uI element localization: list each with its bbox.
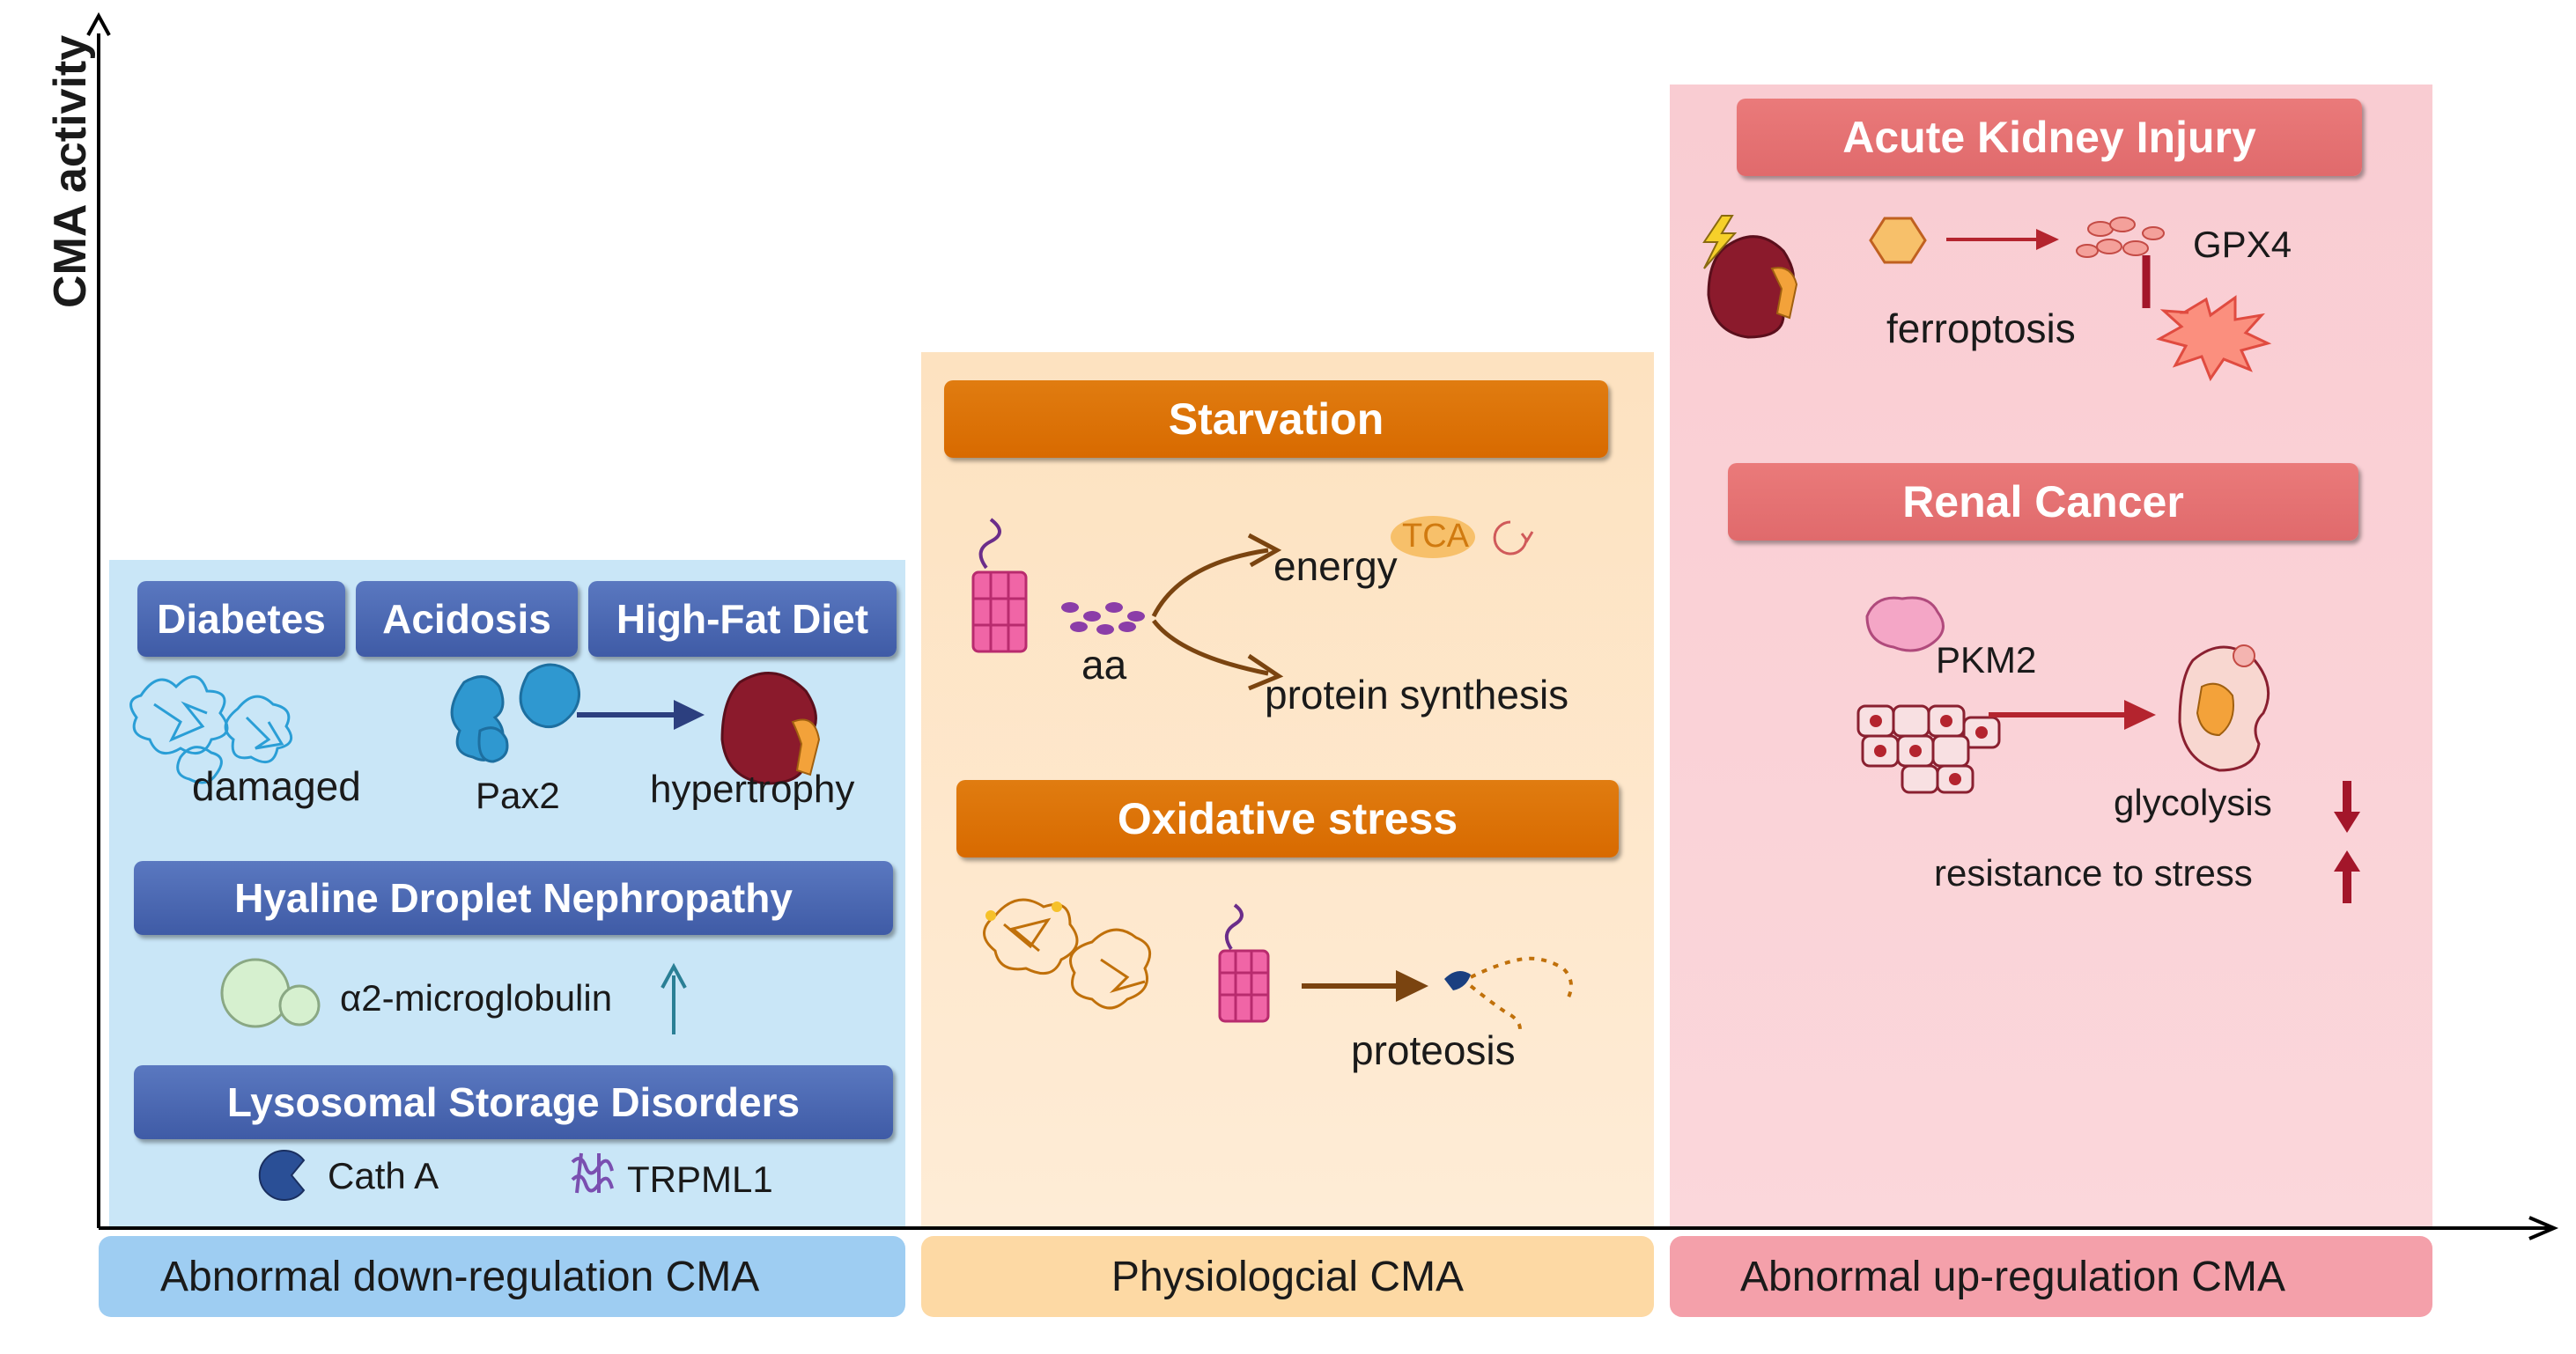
kidney-icon bbox=[720, 672, 821, 785]
starvation-header: Starvation bbox=[944, 380, 1608, 458]
up-regulation-footer: Abnormal up-regulation CMA bbox=[1670, 1236, 2432, 1317]
trpml1-label: TRPML1 bbox=[627, 1159, 773, 1200]
lysosome-receptor-icon-2 bbox=[1218, 903, 1270, 1023]
damaged-label: damaged bbox=[192, 763, 361, 809]
microglobulin-label: α2-microglobulin bbox=[340, 977, 613, 1019]
tca-cycle-icon bbox=[1391, 516, 1534, 558]
oxidative-stress-header: Oxidative stress bbox=[956, 780, 1619, 857]
diabetes-header: Diabetes bbox=[137, 581, 345, 657]
glycolysis-label: glycolysis bbox=[2114, 782, 2272, 823]
ferroptosis-label: ferroptosis bbox=[1886, 305, 2076, 351]
oxidized-protein-icon bbox=[983, 898, 1152, 1010]
acidosis-header: Acidosis bbox=[356, 581, 578, 657]
iron-hexagon-icon bbox=[1869, 217, 1927, 264]
gpx4-label: GPX4 bbox=[2193, 224, 2292, 265]
cath-a-icon bbox=[258, 1150, 306, 1201]
x-axis bbox=[99, 1216, 2559, 1240]
pkm2-icon bbox=[1865, 596, 1945, 652]
arrow-to-tumor-kidney bbox=[1989, 700, 2156, 730]
microglobulin-icon bbox=[220, 958, 321, 1028]
y-axis-label: CMA activity bbox=[45, 34, 96, 308]
arrow-to-hypertrophy bbox=[577, 700, 705, 730]
cancer-cells-icon bbox=[1856, 704, 2001, 794]
gpx4-enzyme-icon bbox=[2076, 217, 2165, 258]
high-fat-diet-header: High-Fat Diet bbox=[588, 581, 897, 657]
acute-kidney-injury-header: Acute Kidney Injury bbox=[1737, 99, 2362, 176]
aa-label: aa bbox=[1081, 642, 1127, 688]
lysosomal-storage-disorders-header: Lysosomal Storage Disorders bbox=[134, 1065, 893, 1139]
up-regulation-label: Abnormal up-regulation CMA bbox=[1740, 1253, 2285, 1300]
renal-cancer-header: Renal Cancer bbox=[1728, 463, 2358, 541]
pkm2-label: PKM2 bbox=[1936, 639, 2037, 681]
damaged-protein-icon bbox=[129, 675, 293, 784]
injured-kidney-icon bbox=[1702, 215, 1798, 339]
y-axis bbox=[86, 11, 111, 1228]
physiological-footer: Physiologcial CMA bbox=[921, 1236, 1654, 1317]
branch-arrows bbox=[1151, 533, 1284, 691]
arrow-to-gpx4 bbox=[1946, 229, 2059, 250]
microglobulin-up-arrow bbox=[661, 962, 687, 1034]
protein-synthesis-label: protein synthesis bbox=[1265, 672, 1569, 717]
resistance-to-stress-label: resistance to stress bbox=[1934, 852, 2253, 894]
tumor-kidney-icon bbox=[2178, 644, 2270, 772]
cath-a-label: Cath A bbox=[328, 1155, 439, 1196]
high-cma-panel bbox=[1670, 85, 2432, 1229]
down-regulation-footer: Abnormal down-regulation CMA bbox=[99, 1236, 905, 1317]
energy-label: energy bbox=[1273, 543, 1398, 589]
physiological-label: Physiologcial CMA bbox=[1111, 1253, 1465, 1300]
proteosis-label: proteosis bbox=[1351, 1027, 1516, 1073]
proteosis-arrow bbox=[1302, 970, 1428, 1002]
amino-acid-dots bbox=[1061, 602, 1145, 635]
tca-label: TCA bbox=[1402, 518, 1469, 555]
down-regulation-label: Abnormal down-regulation CMA bbox=[160, 1253, 760, 1300]
lysosome-receptor-icon bbox=[971, 518, 1028, 653]
pax2-label: Pax2 bbox=[476, 775, 560, 816]
trpml1-icon bbox=[571, 1152, 614, 1194]
pax2-icon bbox=[450, 663, 580, 763]
ferroptosis-burst-icon bbox=[2156, 295, 2272, 382]
hypertrophy-label: hypertrophy bbox=[650, 768, 855, 811]
glycolysis-down-arrow bbox=[2334, 781, 2360, 833]
protease-cleavage-icon bbox=[1444, 956, 1573, 1035]
resistance-up-arrow bbox=[2334, 850, 2360, 903]
hyaline-droplet-nephropathy-header: Hyaline Droplet Nephropathy bbox=[134, 861, 893, 935]
